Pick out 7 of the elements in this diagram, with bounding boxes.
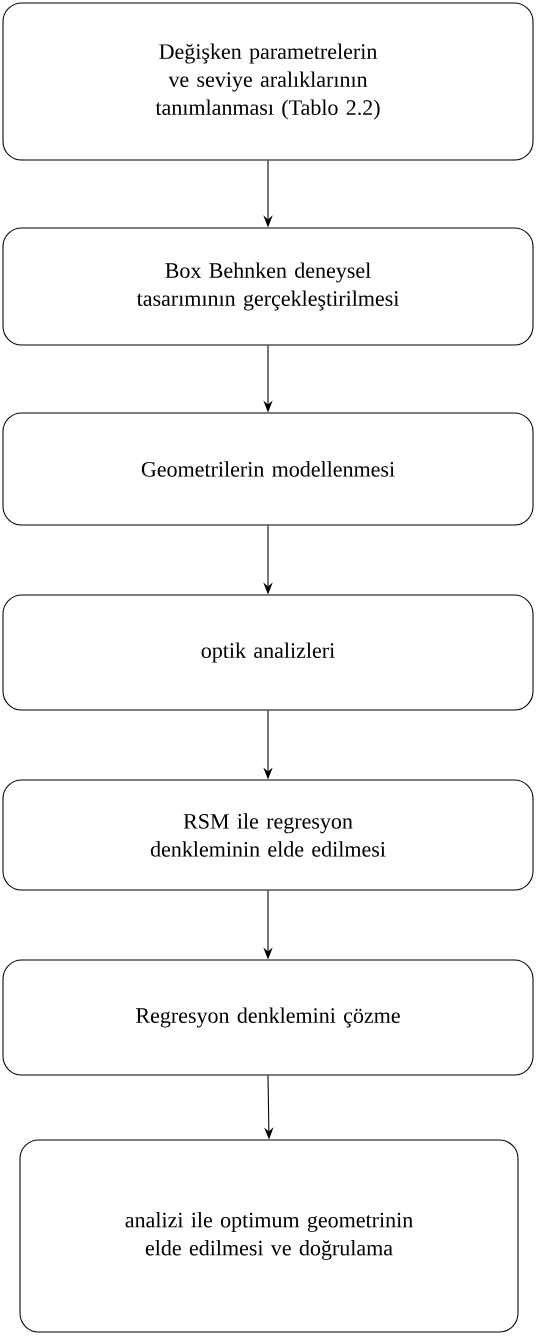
process-box: Geometrilerin modellenmesi [2, 412, 534, 526]
process-box: Değişken parametrelerin ve seviye aralıklarının tanımlanması (Tablo 2.2) [2, 2, 534, 161]
process-box: RSM ile regresyon denkleminin elde edilmesi [2, 779, 534, 891]
process-box: Box Behnken deneysel tasarımının gerçekleştirilmesi [2, 227, 534, 346]
process-box: analizi ile optimum geometrinin elde edilmesi ve doğrulama [19, 1139, 519, 1333]
process-box: Regresyon denklemini çözme [2, 959, 534, 1076]
process-box: optik analizleri [2, 594, 534, 711]
